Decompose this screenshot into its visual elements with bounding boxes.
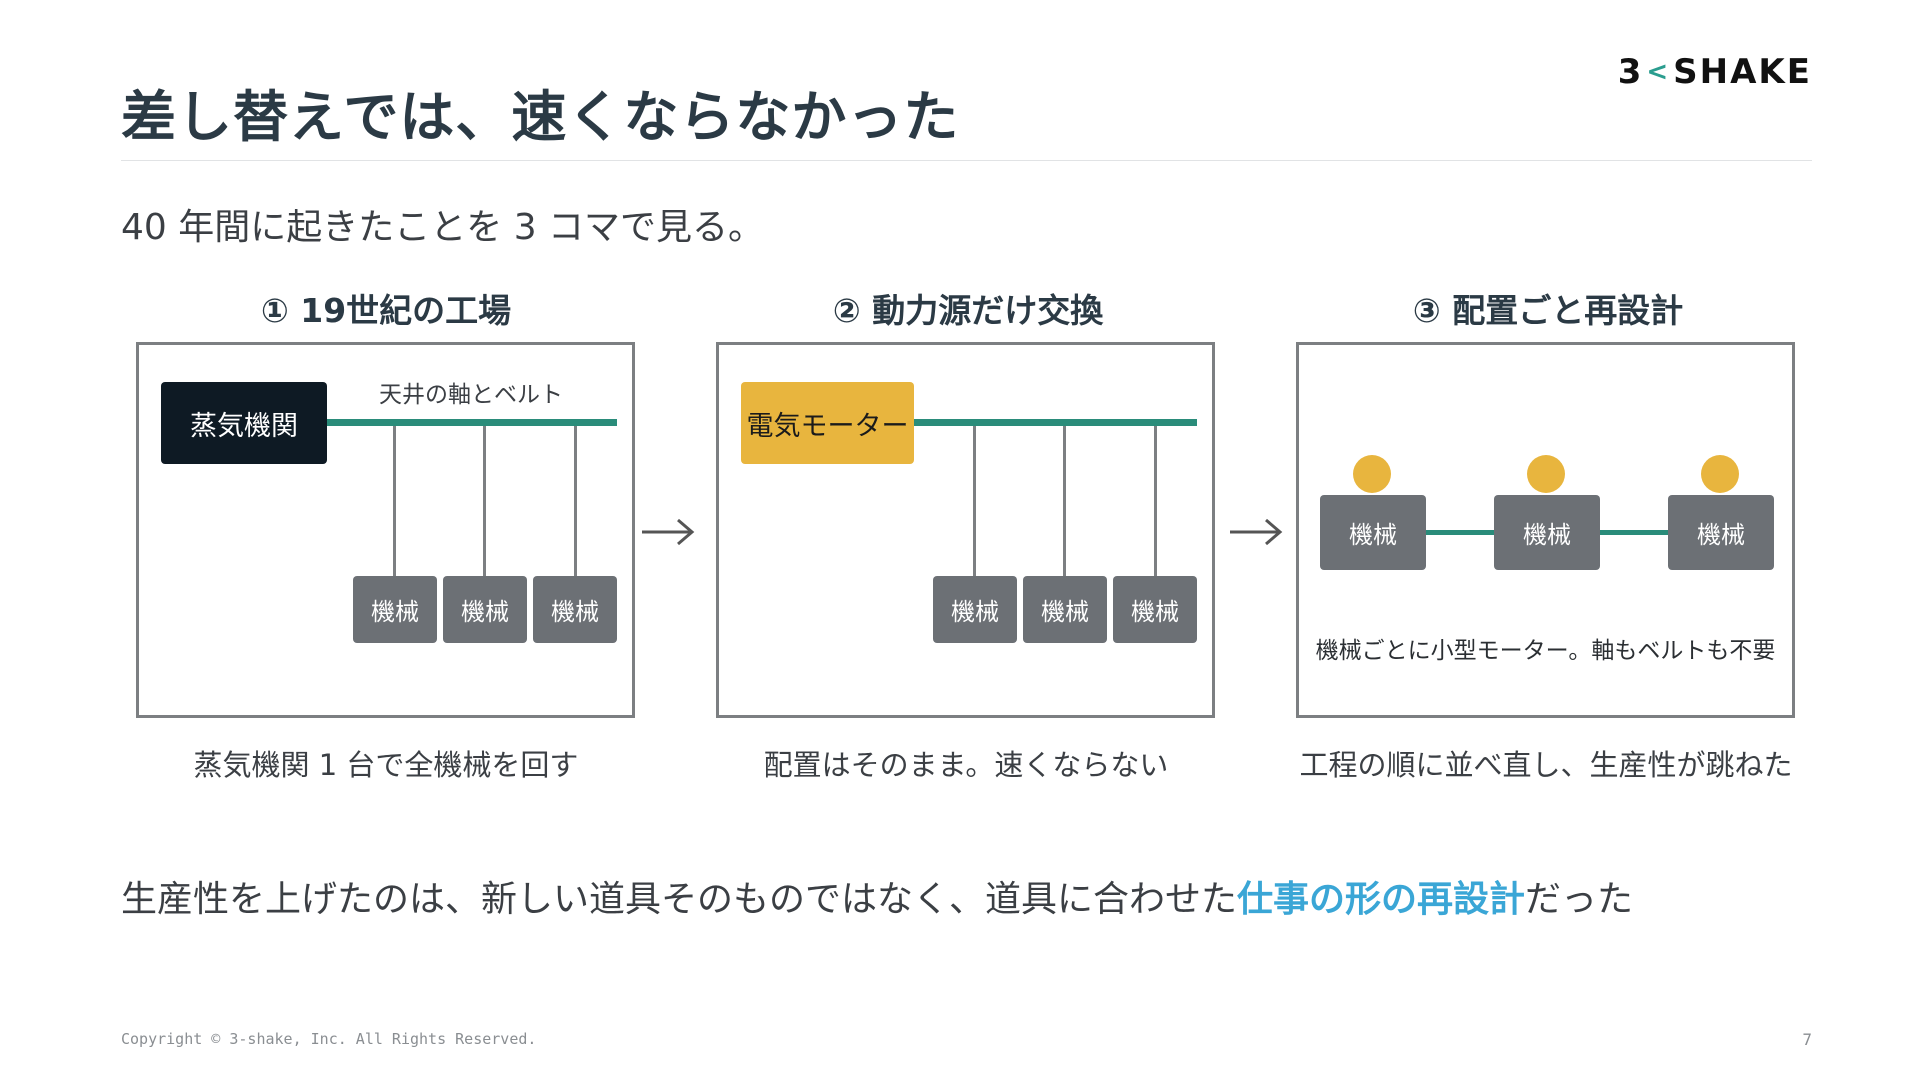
shaft-label: 天井の軸とベルト [379,382,563,408]
takeaway-highlight: 仕事の形の再設計 [1237,879,1526,920]
process-link [1426,530,1494,535]
steam-engine-box: 蒸気機関 [161,382,327,464]
machine-box: 機械 [1320,495,1426,570]
right-arrow-icon [642,518,695,546]
panel-3-title: ③ 配置ごと再設計 [1412,291,1684,330]
panel-1-caption: 蒸気機関 1 台で全機械を回す [193,748,579,782]
takeaway-message: 生産性を上げたのは、新しい道具そのものではなく、道具に合わせた仕事の形の再設計だ… [121,870,1633,922]
belt-line [1154,426,1157,576]
logo-text-right: SHAKE [1673,52,1812,92]
ceiling-shaft [327,419,617,426]
machine-box: 機械 [1668,495,1774,570]
panel-3-caption: 工程の順に並べ直し、生産性が跳ねた [1299,748,1793,782]
machine-box: 機械 [1023,576,1107,643]
panel-2-caption: 配置はそのまま。速くならない [763,748,1169,782]
small-motor-icon [1527,455,1565,493]
slide-title: 差し替えでは、速くならなかった [121,85,960,149]
small-motor-icon [1701,455,1739,493]
machine-box: 機械 [1494,495,1600,570]
belt-line [1063,426,1066,576]
takeaway-text-end: だった [1525,879,1634,920]
panel-2-title: ② 動力源だけ交換 [832,291,1104,330]
belt-line [393,426,396,576]
right-arrow-icon [1230,518,1283,546]
belt-line [973,426,976,576]
machine-box: 機械 [533,576,617,643]
logo-text-left: 3 [1617,52,1644,92]
machine-box: 機械 [1113,576,1197,643]
small-motor-icon [1353,455,1391,493]
process-link [1600,530,1668,535]
ceiling-shaft [914,419,1197,426]
slide-subtitle: 40 年間に起きたことを 3 コマで見る。 [121,207,765,248]
belt-line [483,426,486,576]
panel-motor-swap: 電気モーター 機械 機械 機械 [716,342,1215,718]
title-divider [121,160,1812,161]
belt-line [574,426,577,576]
copyright-notice: Copyright © 3-shake, Inc. All Rights Res… [121,1030,537,1048]
page-number: 7 [1802,1030,1812,1049]
machine-box: 機械 [933,576,1017,643]
machine-box: 機械 [443,576,527,643]
logo-mark: < [1646,57,1671,87]
machine-box: 機械 [353,576,437,643]
panel-1-title: ① 19世紀の工場 [260,291,512,330]
panel-steam-factory: 蒸気機関 天井の軸とベルト 機械 機械 機械 [136,342,635,718]
takeaway-text: 生産性を上げたのは、新しい道具そのものではなく、道具に合わせた [121,879,1238,920]
panel-redesign: 機械 機械 機械 機械ごとに小型モーター。軸もベルトも不要 [1296,342,1795,718]
company-logo: 3<SHAKE [1618,52,1812,92]
panel-note: 機械ごとに小型モーター。軸もベルトも不要 [1315,638,1776,664]
electric-motor-box: 電気モーター [741,382,914,464]
